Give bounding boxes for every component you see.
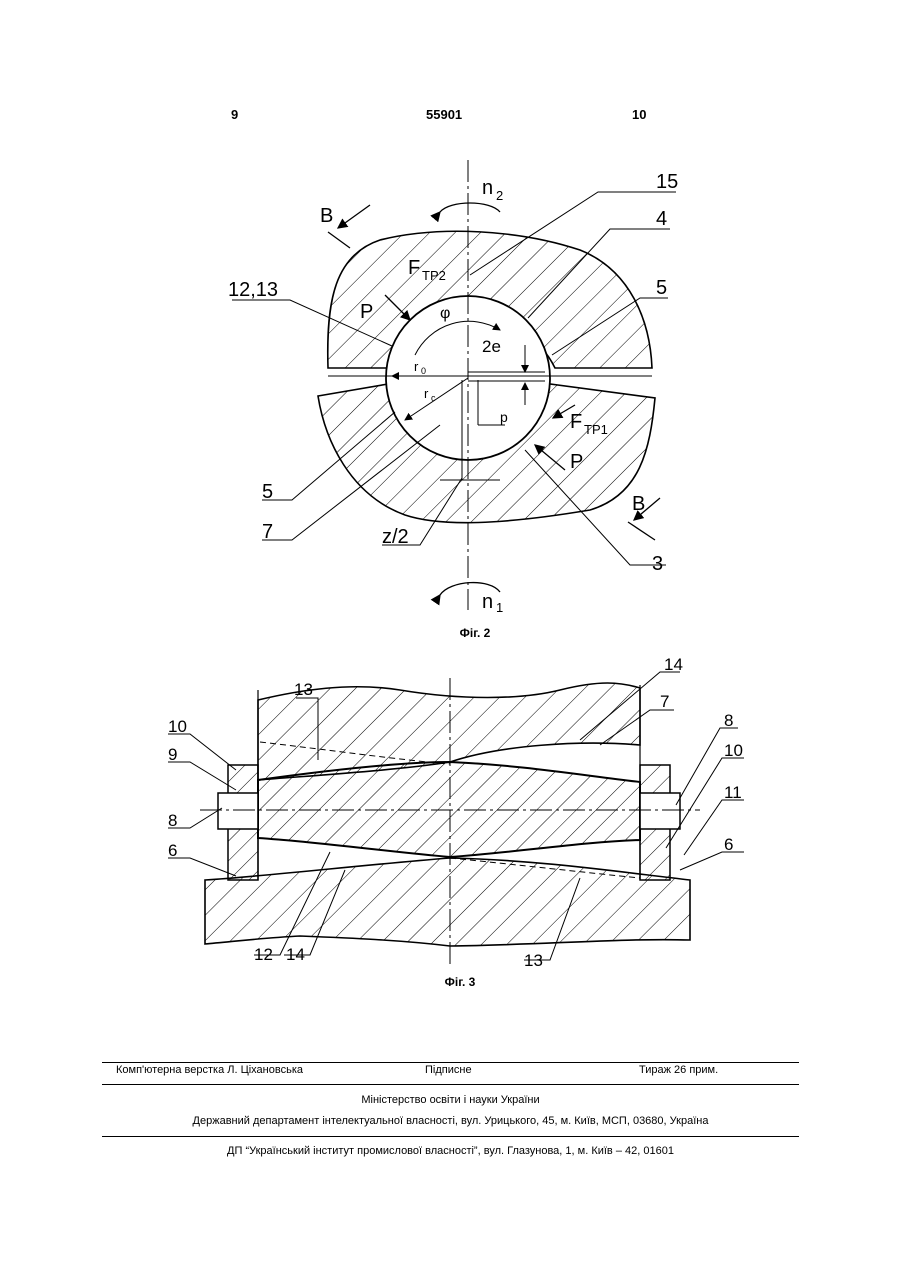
label-8-left: 8 — [168, 811, 177, 830]
label-9: 9 — [168, 745, 177, 764]
label-4: 4 — [656, 208, 667, 230]
label-14-bottom: 14 — [286, 945, 305, 964]
page-number-right: 10 — [632, 107, 646, 122]
label-rc: r — [424, 386, 429, 401]
figure-3-caption: Фіг. 3 — [410, 975, 510, 989]
footer-layout-credit: Комп'ютерна верстка Л. Ціхановська — [116, 1064, 303, 1076]
footer-department: Державний департамент інтелектуальної вл… — [0, 1115, 901, 1127]
figure-2-drawing: B n 2 15 4 5 12,13 F TP2 P φ 2e r 0 r c … — [0, 150, 901, 620]
label-n2: n — [482, 177, 493, 199]
label-6-left: 6 — [168, 841, 177, 860]
label-5-right: 5 — [656, 277, 667, 299]
label-14-top: 14 — [664, 655, 683, 674]
footer-ministry: Міністерство освіти і науки України — [0, 1094, 901, 1106]
figure-2-caption: Фіг. 2 — [425, 626, 525, 640]
footer-rule-top — [102, 1062, 799, 1063]
footer-institute: ДП “Український інститут промислової вла… — [0, 1145, 901, 1157]
label-r0-sub: 0 — [421, 366, 426, 376]
label-2e: 2e — [482, 337, 501, 356]
label-3: 3 — [652, 553, 663, 575]
label-ftp2: F — [408, 257, 420, 279]
label-13-top: 13 — [294, 680, 313, 699]
label-p-small: p — [500, 409, 508, 425]
page-number-left: 9 — [231, 107, 238, 122]
label-rc-sub: c — [431, 393, 436, 403]
footer-rule-middle — [102, 1084, 799, 1085]
label-15: 15 — [656, 171, 678, 193]
footer-circulation: Тираж 26 прим. — [639, 1064, 718, 1076]
label-p-left: P — [360, 301, 373, 323]
figure-3-drawing: 13 14 7 10 9 8 6 8 10 11 6 12 14 13 — [0, 650, 901, 975]
label-n2-sub: 2 — [496, 188, 503, 203]
label-ftp1-sub: TP1 — [584, 422, 608, 437]
label-ftp2-sub: TP2 — [422, 268, 446, 283]
label-n1: n — [482, 591, 493, 613]
label-8-right: 8 — [724, 711, 733, 730]
label-12: 12 — [254, 945, 273, 964]
label-b-bottom: B — [632, 493, 645, 515]
patent-number: 55901 — [426, 107, 462, 122]
label-b-top: B — [320, 205, 333, 227]
label-p-right: P — [570, 451, 583, 473]
label-12-13: 12,13 — [228, 279, 278, 301]
label-7: 7 — [262, 521, 273, 543]
lower-base — [205, 858, 690, 946]
label-z2: z/2 — [382, 526, 409, 548]
label-7: 7 — [660, 692, 669, 711]
label-10-right: 10 — [724, 741, 743, 760]
label-n1-sub: 1 — [496, 600, 503, 615]
label-phi: φ — [440, 305, 450, 322]
label-10-left: 10 — [168, 717, 187, 736]
footer-rule-bottom — [102, 1136, 799, 1137]
label-11: 11 — [724, 783, 742, 802]
label-ftp1: F — [570, 411, 582, 433]
footer-signed: Підписне — [425, 1064, 472, 1076]
label-6-right: 6 — [724, 835, 733, 854]
label-5-left: 5 — [262, 481, 273, 503]
label-r0: r — [414, 359, 419, 374]
label-13-bottom: 13 — [524, 951, 543, 970]
